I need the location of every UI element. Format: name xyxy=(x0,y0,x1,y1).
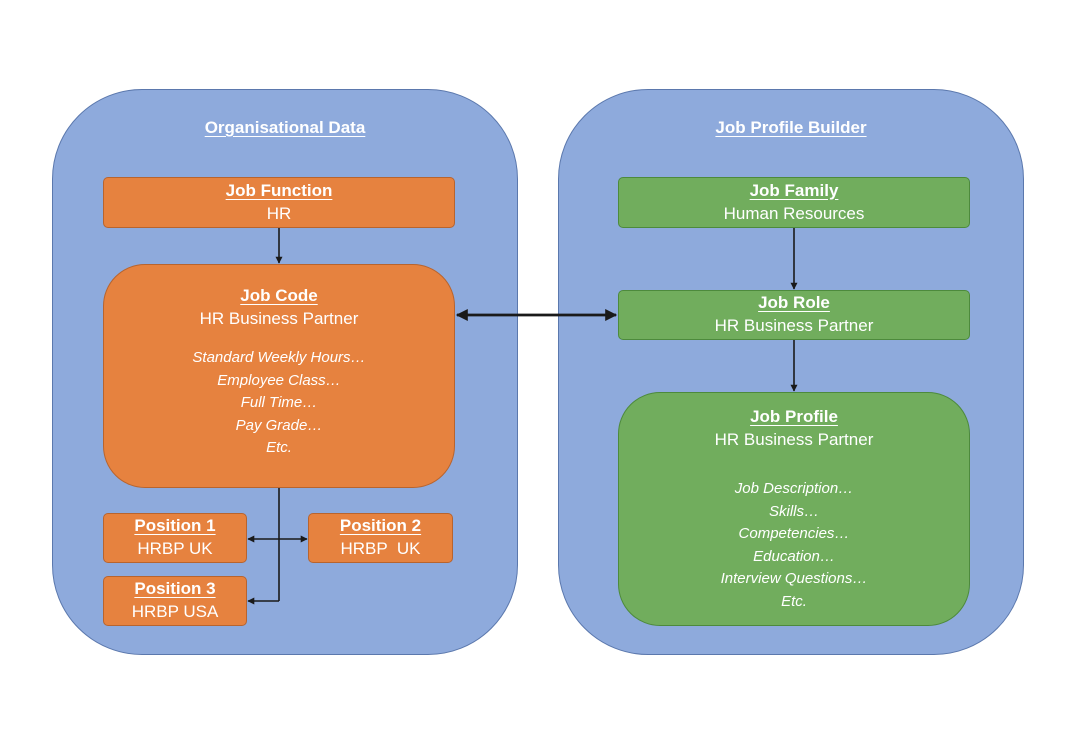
job-profile-detail: Education… xyxy=(753,547,835,565)
job-profile-detail: Competencies… xyxy=(738,525,850,542)
position-3-title: Position 3 xyxy=(134,579,216,598)
job-profile-detail: Skills… xyxy=(768,502,819,520)
organisational-data-title: Organisational Data xyxy=(204,118,366,137)
job-role-title: Job Role xyxy=(758,293,830,312)
job-family-value: Human Resources xyxy=(723,203,865,223)
position-3-value: HRBP USA xyxy=(131,602,219,621)
position-2-box: Position 2 HRBP UK xyxy=(308,513,453,563)
job-profile-builder-title: Job Profile Builder xyxy=(715,118,867,137)
job-profile-value: HR Business Partner xyxy=(714,430,874,449)
job-function-box: Job Function HR xyxy=(103,177,455,228)
job-profile-box: Job Profile HR Business Partner Job Desc… xyxy=(618,392,970,626)
job-family-title: Job Family xyxy=(749,180,839,200)
position-1-title: Position 1 xyxy=(134,516,216,535)
job-profile-details: Job Description… Skills… Competencies… E… xyxy=(721,478,868,613)
job-family-box: Job Family Human Resources xyxy=(618,177,970,228)
job-function-title: Job Function xyxy=(225,180,333,200)
job-code-detail: Full Time… xyxy=(240,394,318,411)
job-code-detail: Pay Grade… xyxy=(235,416,323,434)
job-code-box: Job Code HR Business Partner Standard We… xyxy=(103,264,455,488)
job-profile-detail: Etc. xyxy=(781,592,807,610)
job-code-title: Job Code xyxy=(240,286,318,305)
job-code-value: HR Business Partner xyxy=(199,309,359,328)
job-function-value: HR xyxy=(266,203,292,223)
position-2-title: Position 2 xyxy=(339,516,422,535)
job-profile-detail: Interview Questions… xyxy=(720,570,868,587)
job-role-value: HR Business Partner xyxy=(714,316,874,335)
job-code-details: Standard Weekly Hours… Employee Class… F… xyxy=(192,347,365,460)
position-1-box: Position 1 HRBP UK xyxy=(103,513,247,563)
job-profile-detail: Job Description… xyxy=(734,480,854,497)
job-code-detail: Employee Class… xyxy=(217,371,341,389)
job-code-detail: Standard Weekly Hours… xyxy=(192,349,366,366)
job-role-box: Job Role HR Business Partner xyxy=(618,290,970,340)
position-3-box: Position 3 HRBP USA xyxy=(103,576,247,626)
job-code-detail: Etc. xyxy=(266,439,292,456)
position-2-value: HRBP UK xyxy=(340,539,421,558)
position-1-value: HRBP UK xyxy=(137,539,213,558)
job-profile-title: Job Profile xyxy=(750,407,838,426)
